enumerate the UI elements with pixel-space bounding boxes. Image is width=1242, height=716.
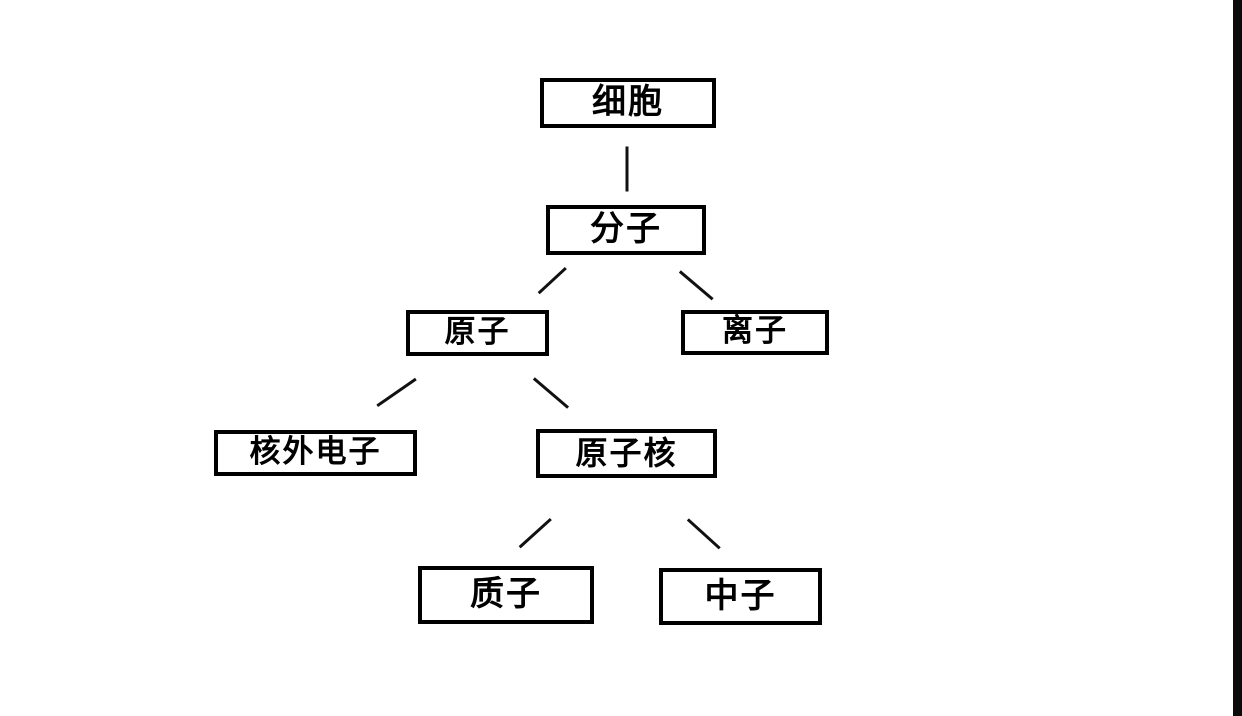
node-extranuclear-electron: 核外电子 [214, 430, 417, 476]
page-edge-band [1233, 0, 1242, 716]
node-label-proton: 质子 [470, 574, 542, 614]
node-label-cell: 细胞 [592, 82, 664, 122]
node-label-atomic-nucleus: 原子核 [575, 433, 678, 472]
connector-cell-molecule [625, 146, 629, 192]
connector-molecule-atom [538, 267, 567, 295]
node-neutron: 中子 [659, 568, 822, 625]
node-cell: 细胞 [540, 78, 716, 128]
connector-molecule-ion [679, 270, 714, 301]
node-label-neutron: 中子 [704, 575, 777, 616]
connector-nucleus-neutron [687, 518, 721, 550]
node-label-atom: 原子 [444, 313, 511, 350]
node-atom: 原子 [406, 310, 549, 356]
connector-nucleus-proton [519, 518, 552, 549]
connector-atom-electron [376, 378, 417, 408]
node-molecule: 分子 [546, 205, 706, 255]
connector-atom-nucleus [533, 377, 569, 409]
node-label-ion: 离子 [722, 313, 788, 349]
node-ion: 离子 [681, 310, 829, 355]
node-label-molecule: 分子 [590, 209, 662, 249]
node-atomic-nucleus: 原子核 [536, 429, 717, 478]
node-label-extranuclear-electron: 核外电子 [249, 433, 382, 470]
node-proton: 质子 [418, 566, 594, 624]
